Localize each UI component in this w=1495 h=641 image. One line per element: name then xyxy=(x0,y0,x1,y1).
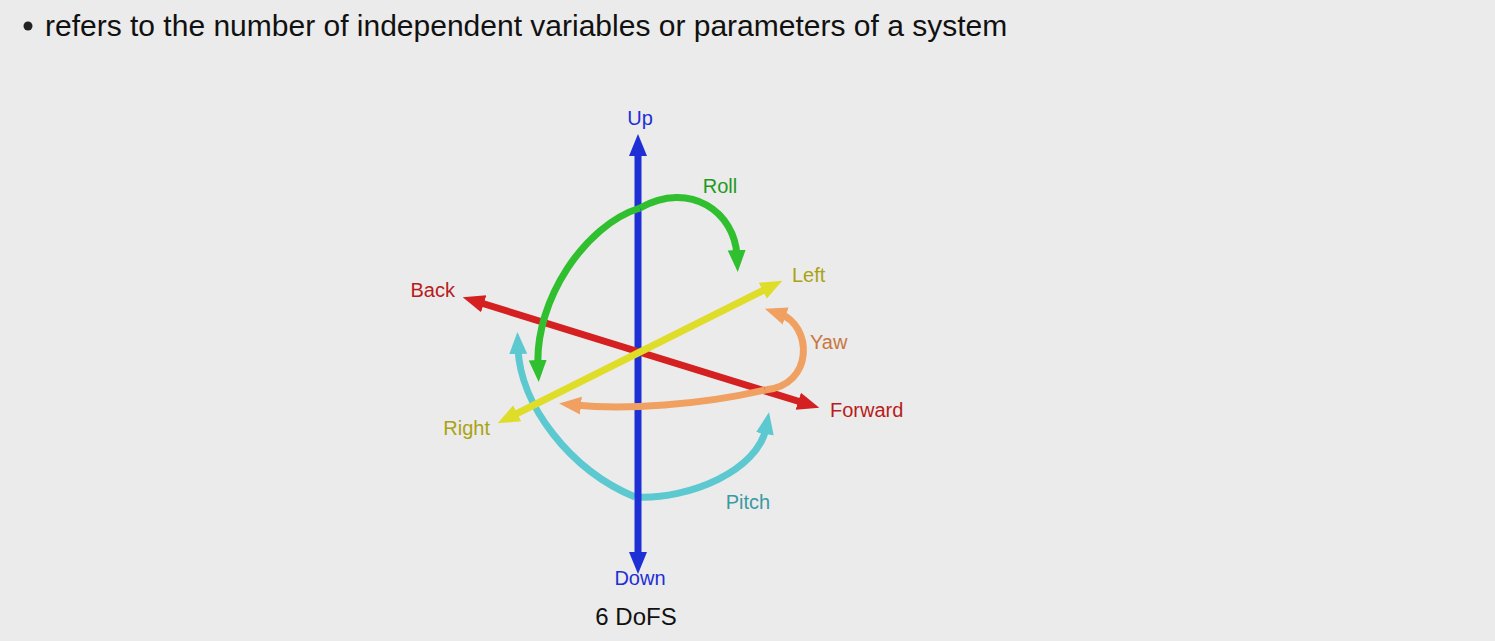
pitch-arrow xyxy=(518,348,635,497)
rotation-label: Pitch xyxy=(726,491,770,514)
yaw-arc xyxy=(575,314,803,407)
yaw-arrow xyxy=(575,390,765,407)
bullet-text: refers to the number of independent vari… xyxy=(45,9,1007,44)
rotation-label: Yaw xyxy=(810,331,847,354)
axis-label: Forward xyxy=(830,399,903,422)
pitch-arc xyxy=(518,348,766,497)
axis-label: Back xyxy=(411,279,455,302)
rotation-label: Roll xyxy=(703,175,737,198)
roll-arrow xyxy=(538,208,640,366)
axis-label: Left xyxy=(792,264,825,287)
roll-arc xyxy=(538,197,737,366)
axis-label: Right xyxy=(443,417,490,440)
axis-label: Up xyxy=(627,107,653,130)
axis-label: Down xyxy=(614,567,665,590)
pitch-arrow xyxy=(635,428,766,497)
caption: 6 DoFS xyxy=(595,603,676,631)
bullet-dot xyxy=(24,22,33,31)
yaw-arrow xyxy=(765,314,803,390)
roll-arrow xyxy=(640,197,737,256)
